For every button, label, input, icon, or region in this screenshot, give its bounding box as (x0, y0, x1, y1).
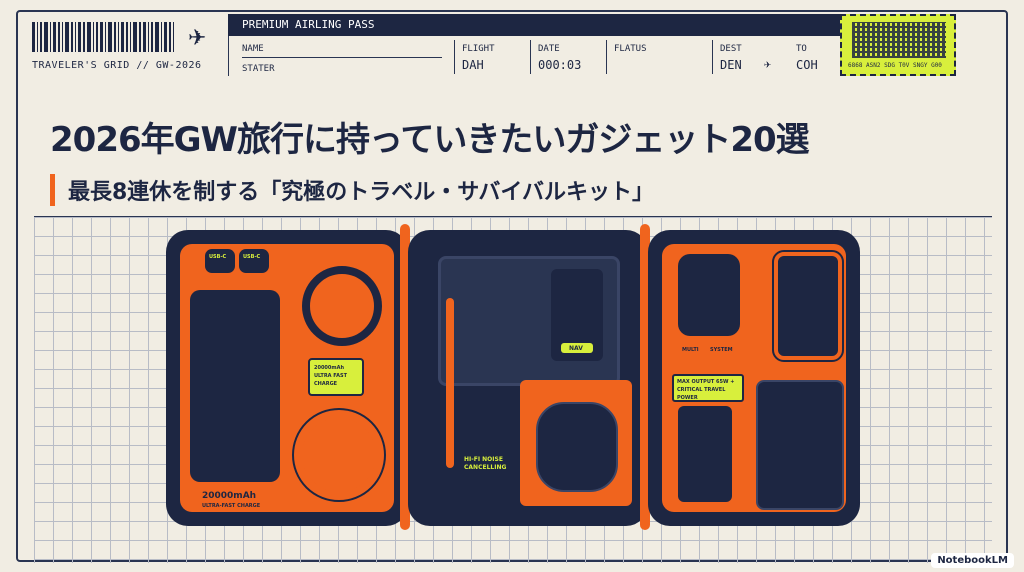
barcode-left (32, 22, 182, 52)
earbuds-label: HI-FI NOISE CANCELLING (464, 456, 507, 471)
barcode-pattern (852, 22, 946, 58)
usbc-port-2: USB-C (238, 248, 270, 274)
dest-value: DEN (720, 58, 742, 72)
name-label: NAME (242, 44, 264, 54)
zipper-right (640, 224, 650, 530)
battery-sub: ULTRA-FAST CHARGE (202, 503, 261, 509)
coiled-cable-bottom (292, 408, 386, 502)
case-right-panel: MULTI SYSTEM MAX OUTPUT 65W + CRITICAL T… (648, 230, 860, 526)
nav-button: NAV (561, 343, 593, 353)
coiled-cable-top (302, 266, 382, 346)
case-middle-panel: NAV HI-FI NOISE CANCELLING (408, 230, 648, 526)
to-value: COH (796, 58, 818, 72)
flight-value: DAH (462, 58, 484, 72)
battery-label: 20000mAh (202, 491, 257, 501)
mesh-pocket (756, 380, 844, 510)
pass-header: PREMIUM AIRLING PASS (228, 14, 840, 36)
travel-adapter (678, 254, 740, 336)
adapter-label-1: MULTI (682, 347, 699, 353)
tablet-phone-inset: NAV (551, 269, 603, 361)
earbuds-case (536, 402, 618, 492)
plane-small-icon: ✈ (764, 57, 772, 71)
boarding-pass-header: ✈ TRAVELER'S GRID // GW-2026 PREMIUM AIR… (22, 14, 1010, 76)
cable-tag: 20000mAh ULTRA FAST CHARGE (308, 358, 364, 396)
ticket-main-section: PREMIUM AIRLING PASS NAME STATER FLIGHT … (228, 14, 840, 76)
notebooklm-badge: NotebookLM (931, 553, 1014, 568)
adapter-label-2: SYSTEM (710, 347, 733, 353)
zipper-left (400, 224, 410, 530)
tablet: NAV (438, 256, 620, 386)
subtitle-accent (50, 174, 55, 206)
name-value: STATER (242, 64, 275, 74)
status-label: FLATUS (614, 44, 647, 54)
usbc-port-1: USB-C (204, 248, 236, 274)
page-title: 2026年GW旅行に持っていきたいガジェット20選 (50, 120, 810, 160)
ssd-drive (772, 250, 844, 362)
flight-label: FLIGHT (462, 44, 495, 54)
case-left-panel: USB-C USB-C 20000mAh ULTRA-FAST CHARGE 2… (166, 230, 408, 526)
ticket-left-section: ✈ TRAVELER'S GRID // GW-2026 (22, 14, 229, 76)
barcode-stub: 6868 ASN2 SDG T0V SNGY G00 (840, 14, 956, 76)
page-subtitle: 最長8連休を制する「究極のトラベル・サバイバルキット」 (68, 180, 654, 205)
gan-charger (678, 406, 732, 502)
traveler-grid-label: TRAVELER'S GRID // GW-2026 (32, 60, 202, 71)
barcode-text: 6868 ASN2 SDG T0V SNGY G00 (848, 62, 942, 69)
date-label: DATE (538, 44, 560, 54)
stylus-pen (446, 298, 454, 468)
airplane-icon: ✈ (188, 26, 207, 51)
to-label: TO (796, 44, 807, 54)
dest-label: DEST (720, 44, 742, 54)
charger-tag: MAX OUTPUT 65W + CRITICAL TRAVEL POWER (672, 374, 744, 402)
date-value: 000:03 (538, 58, 582, 72)
power-bank (190, 290, 280, 482)
